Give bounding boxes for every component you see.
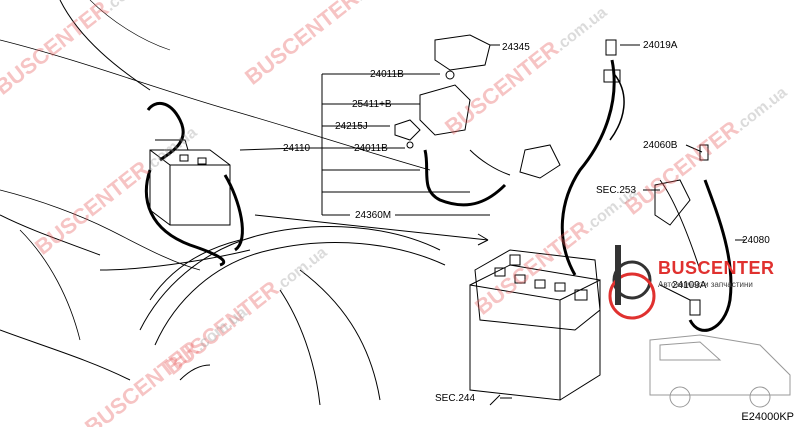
label-24080: 24080 <box>742 235 770 246</box>
brand-logo-mark <box>608 245 656 320</box>
label-24019A: 24019A <box>643 40 678 51</box>
label-25411B: 25411+B <box>352 99 392 110</box>
brand-name: BUSCENTER <box>658 258 775 278</box>
label-24215J: 24215J <box>335 121 368 132</box>
label-24110: 24110 <box>283 143 311 154</box>
label-24109A: 24109A <box>672 280 707 291</box>
label-24011B-b: 24011B <box>354 143 388 154</box>
label-sec253: SEC.253 <box>596 185 637 196</box>
label-24011B-a: 24011B <box>370 69 404 80</box>
label-24360M: 24360M <box>355 210 392 221</box>
diagram-code: E24000KP <box>741 411 794 423</box>
brand-tagline: Автозапчасти запчастини <box>658 280 753 289</box>
label-24060B: 24060B <box>643 140 678 151</box>
label-sec244: SEC.244 <box>435 393 476 404</box>
brand-logo: BUSCENTER Автозапчасти запчастини <box>612 240 792 320</box>
label-24345: 24345 <box>502 42 530 53</box>
